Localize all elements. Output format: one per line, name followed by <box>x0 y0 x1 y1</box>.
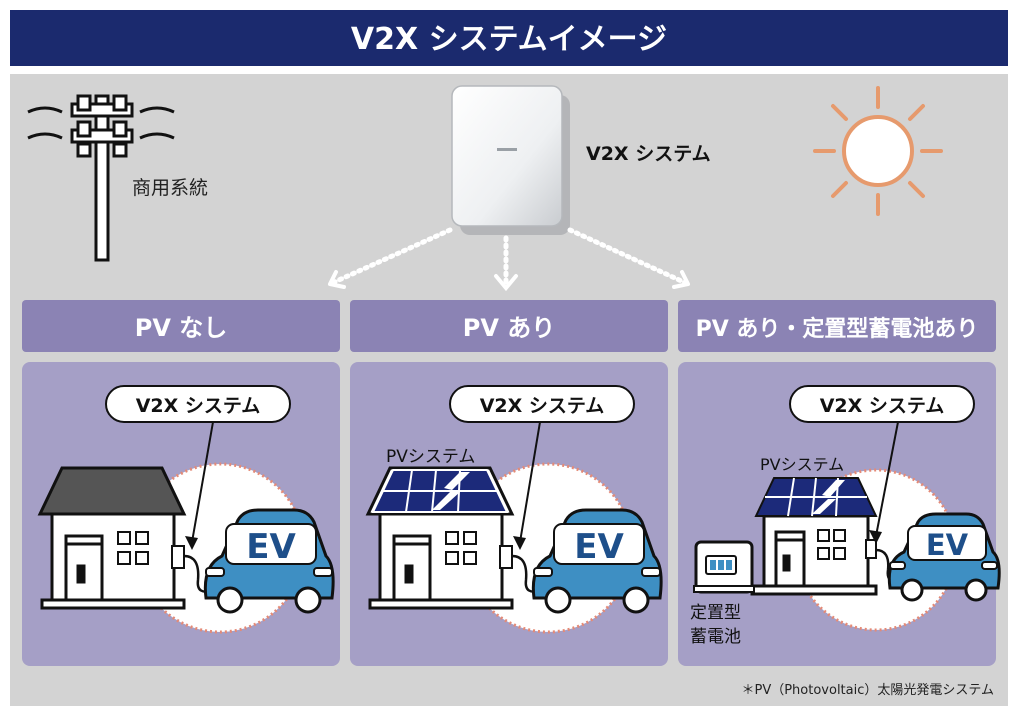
footnote: ＊PV（Photovoltaic）太陽光発電システム <box>741 683 994 698</box>
column-heading-2 <box>350 300 668 352</box>
scenario-3-pv-label: PVシステム <box>760 455 844 474</box>
ev-label: EV <box>574 527 624 567</box>
flow-arrows <box>327 227 691 287</box>
solar-panel-icon <box>371 469 509 513</box>
arrow-heads <box>328 270 690 292</box>
page-title: V2X システムイメージ <box>351 22 667 57</box>
utility-pole-icon <box>27 94 175 262</box>
grid-label: 商用系統 <box>132 177 208 199</box>
house-icon <box>750 514 878 596</box>
ev-car-icon: EV <box>887 512 1001 602</box>
scenario-3-illustration: PVシステム 定置型 蓄電池 V2X システム EV <box>690 385 1001 647</box>
battery-label-line1: 定置型 <box>690 603 741 623</box>
ev-car-icon: EV <box>203 508 335 614</box>
main-unit-label: V2X システム <box>586 143 711 165</box>
ev-car-icon: EV <box>531 508 663 614</box>
solar-panel-icon <box>754 477 878 517</box>
ev-label: EV <box>246 527 296 567</box>
battery-icon <box>693 540 755 594</box>
scenario-3-bubble-label: V2X システム <box>820 395 945 417</box>
column-heading-2-label: PV あり <box>463 314 556 342</box>
scenario-2-bubble-label: V2X システム <box>480 395 605 417</box>
scenario-2-illustration: PVシステム V2X システム EV <box>365 385 663 634</box>
house-icon <box>37 466 187 610</box>
scenario-1-illustration: V2X システム EV <box>37 385 335 634</box>
sun-icon <box>813 86 943 216</box>
battery-label-line2: 蓄電池 <box>690 627 741 647</box>
column-heading-3-label: PV あり・定置型蓄電池あり <box>696 316 979 342</box>
column-heading-1-label: PV なし <box>135 314 228 342</box>
column-heading-1 <box>22 300 340 352</box>
header-bar <box>10 10 1008 66</box>
house-icon <box>365 466 515 610</box>
scenario-2-pv-label: PVシステム <box>386 447 475 467</box>
v2x-unit-icon <box>451 85 570 235</box>
ev-label: EV <box>926 528 969 562</box>
scenario-1-bubble-label: V2X システム <box>136 395 261 417</box>
column-heading-3 <box>678 300 996 352</box>
